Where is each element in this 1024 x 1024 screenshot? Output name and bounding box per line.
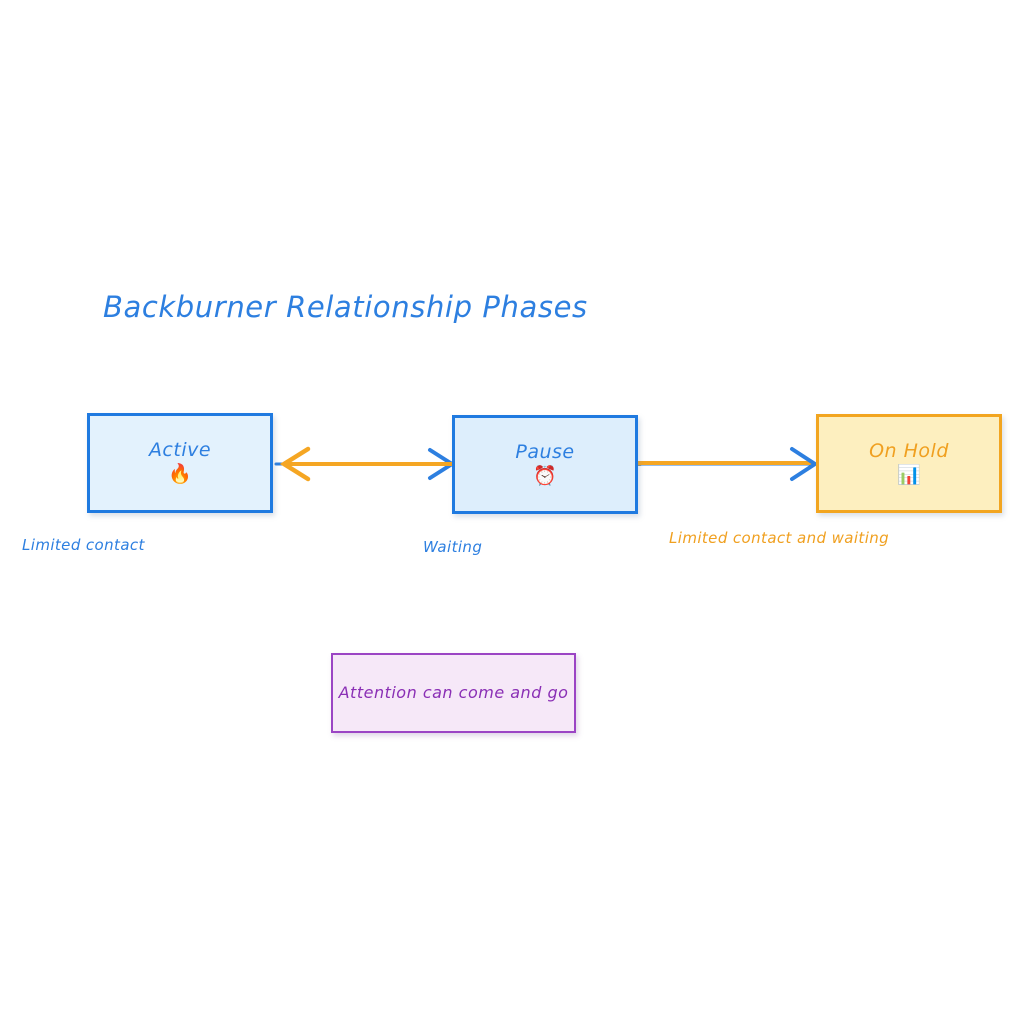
bar-chart-emoji: 📊 bbox=[897, 463, 921, 486]
arrowhead-into-active bbox=[279, 446, 311, 482]
arrowhead-into-on-hold bbox=[790, 447, 819, 481]
node-note[interactable]: Attention can come and go bbox=[331, 653, 576, 733]
node-pause[interactable]: Pause ⏰ bbox=[452, 415, 638, 514]
page-title: Backburner Relationship Phases bbox=[103, 290, 588, 324]
node-pause-label: Pause bbox=[515, 440, 575, 463]
alarm-clock-emoji: ⏰ bbox=[533, 464, 557, 487]
node-active[interactable]: Active 🔥 bbox=[87, 413, 273, 513]
node-on-hold-label: On Hold bbox=[869, 439, 949, 462]
fire-emoji: 🔥 bbox=[168, 463, 192, 486]
edge-pause-to-on-hold[interactable] bbox=[636, 447, 819, 481]
edge-label-waiting: Waiting bbox=[423, 538, 483, 556]
node-on-hold[interactable]: On Hold 📊 bbox=[816, 414, 1002, 513]
node-active-label: Active bbox=[148, 439, 212, 462]
node-note-label: Attention can come and go bbox=[338, 683, 569, 703]
edge-label-limited-contact: Limited contact bbox=[22, 536, 145, 554]
edge-label-limited-contact-and-waiting: Limited contact and waiting bbox=[669, 529, 890, 547]
